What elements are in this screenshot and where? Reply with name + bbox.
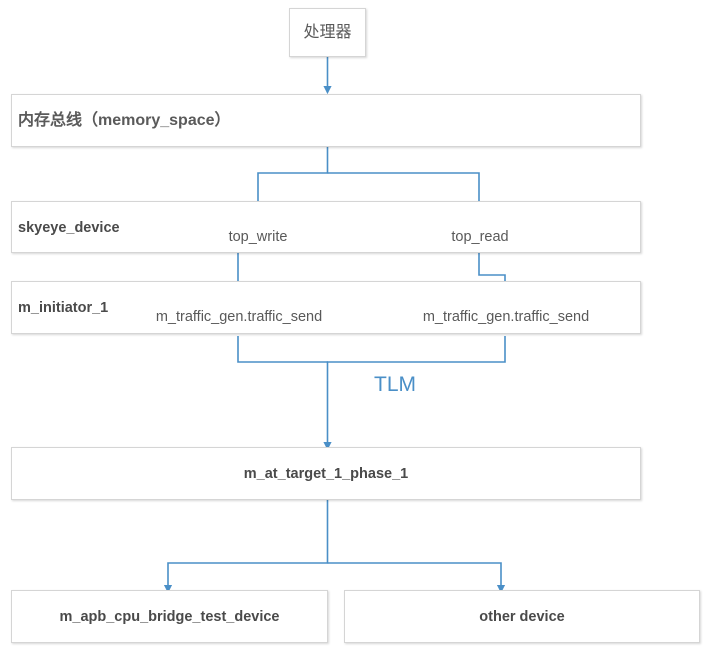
node-m-initiator-1[interactable] (11, 281, 641, 334)
node-memory-bus-label: 内存总线（memory_space） (18, 112, 231, 129)
node-traffic-send-left-label: m_traffic_gen.traffic_send (155, 309, 323, 325)
wire-target-to-apb-bridge (163, 500, 329, 594)
wire-target-to-other-device (327, 562, 506, 594)
node-memory-bus[interactable] (11, 94, 641, 147)
tlm-label: TLM (374, 373, 416, 396)
node-top-read-label: top_read (451, 229, 509, 245)
node-processor-label: 处理器 (303, 24, 352, 41)
node-m-at-target[interactable] (11, 447, 641, 500)
node-traffic-send-right-label: m_traffic_gen.traffic_send (422, 309, 590, 325)
node-other-device-label: other device (479, 609, 565, 625)
node-top-write-label: top_write (228, 229, 288, 245)
wire-initiators-to-target (323, 336, 506, 451)
node-m-initiator-1-label: m_initiator_1 (18, 300, 109, 316)
node-skyeye-device[interactable] (11, 201, 641, 253)
node-skyeye-device-label: skyeye_device (18, 220, 120, 236)
node-apb-cpu-bridge[interactable] (11, 590, 328, 643)
node-m-at-target-label: m_at_target_1_phase_1 (243, 466, 409, 482)
node-apb-cpu-bridge-label: m_apb_cpu_bridge_test_device (59, 609, 280, 625)
node-processor[interactable] (289, 8, 366, 57)
wire-traffic-left-join (237, 336, 328, 363)
node-other-device[interactable] (344, 590, 700, 643)
